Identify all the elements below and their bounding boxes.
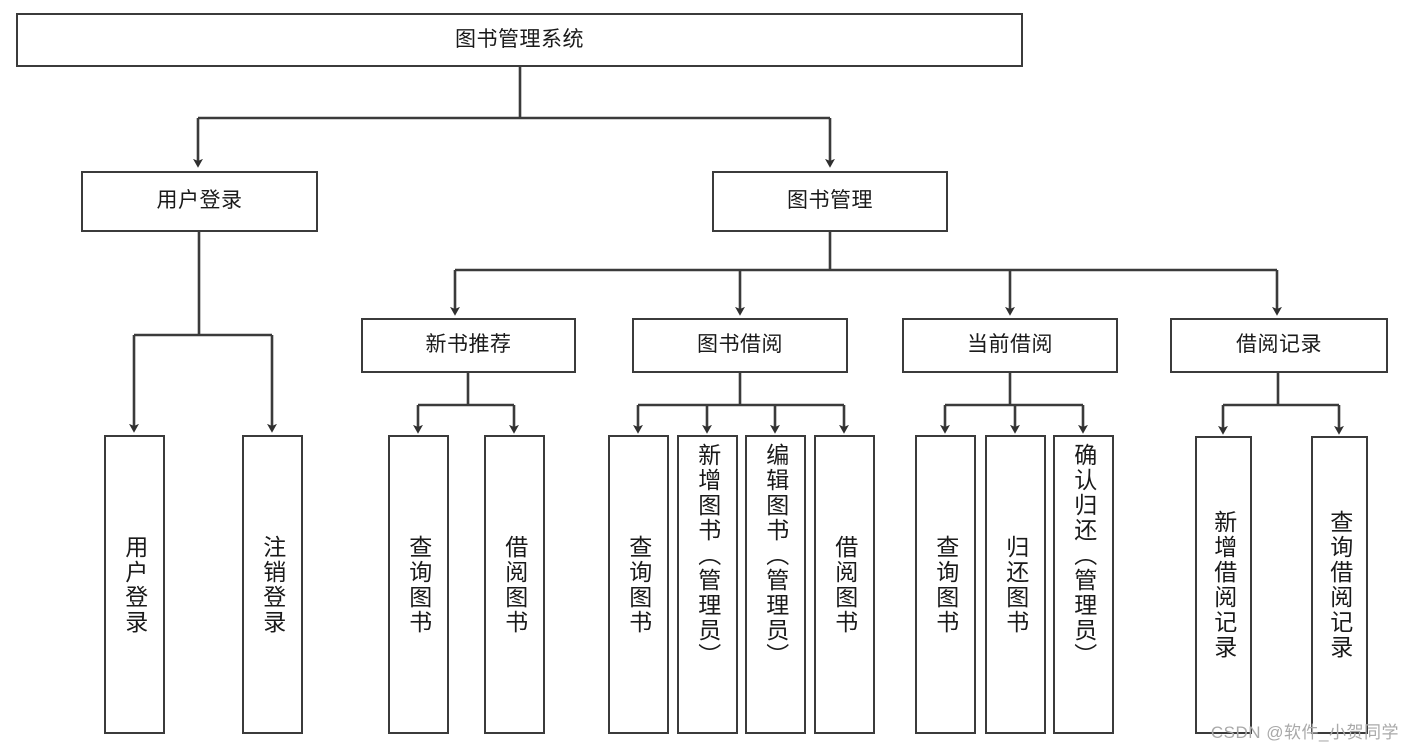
- node-leaf-confirm-return-label: 确认归还（管理员）: [1070, 443, 1097, 668]
- node-leaf-borrow-book-2-label: 借阅图书: [831, 534, 858, 635]
- node-current-borrow-label: 当前借阅: [967, 333, 1053, 357]
- node-book-manage[interactable]: 图书管理: [712, 171, 948, 232]
- node-root[interactable]: 图书管理系统: [16, 13, 1023, 67]
- node-leaf-edit-book[interactable]: 编辑图书（管理员）: [745, 435, 806, 734]
- node-leaf-borrow-book-1[interactable]: 借阅图书: [484, 435, 545, 734]
- node-borrow-record[interactable]: 借阅记录: [1170, 318, 1388, 373]
- node-leaf-query-book-1[interactable]: 查询图书: [388, 435, 449, 734]
- watermark: CSDN @软件_小贺同学: [1210, 723, 1399, 742]
- node-leaf-query-book-3-label: 查询图书: [932, 534, 959, 635]
- node-leaf-borrow-book-2[interactable]: 借阅图书: [814, 435, 875, 734]
- node-leaf-user-login-label: 用户登录: [121, 534, 148, 635]
- node-user-login[interactable]: 用户登录: [81, 171, 318, 232]
- node-borrow-record-label: 借阅记录: [1236, 333, 1322, 357]
- node-leaf-add-record[interactable]: 新增借阅记录: [1195, 436, 1252, 734]
- node-current-borrow[interactable]: 当前借阅: [902, 318, 1118, 373]
- node-leaf-query-record[interactable]: 查询借阅记录: [1311, 436, 1368, 734]
- node-book-borrow[interactable]: 图书借阅: [632, 318, 848, 373]
- node-leaf-confirm-return[interactable]: 确认归还（管理员）: [1053, 435, 1114, 734]
- node-leaf-edit-book-label: 编辑图书（管理员）: [762, 443, 789, 668]
- node-leaf-query-book-2[interactable]: 查询图书: [608, 435, 669, 734]
- node-user-login-label: 用户登录: [156, 189, 243, 213]
- node-new-book-rec[interactable]: 新书推荐: [361, 318, 576, 373]
- node-leaf-query-book-2-label: 查询图书: [625, 534, 652, 635]
- node-leaf-return-book[interactable]: 归还图书: [985, 435, 1046, 734]
- node-leaf-borrow-book-1-label: 借阅图书: [501, 534, 528, 635]
- node-leaf-logout-login[interactable]: 注销登录: [242, 435, 303, 734]
- node-leaf-logout-login-label: 注销登录: [259, 534, 286, 635]
- node-book-borrow-label: 图书借阅: [697, 333, 783, 357]
- node-leaf-return-book-label: 归还图书: [1002, 534, 1029, 635]
- node-leaf-query-record-label: 查询借阅记录: [1326, 510, 1353, 660]
- node-root-label: 图书管理系统: [455, 27, 584, 51]
- node-leaf-add-record-label: 新增借阅记录: [1210, 510, 1237, 660]
- node-leaf-add-book-label: 新增图书（管理员）: [694, 443, 721, 668]
- node-leaf-query-book-1-label: 查询图书: [405, 534, 432, 635]
- node-leaf-add-book[interactable]: 新增图书（管理员）: [677, 435, 738, 734]
- node-leaf-user-login[interactable]: 用户登录: [104, 435, 165, 734]
- node-book-manage-label: 图书管理: [787, 189, 873, 213]
- node-new-book-rec-label: 新书推荐: [425, 333, 512, 357]
- node-leaf-query-book-3[interactable]: 查询图书: [915, 435, 976, 734]
